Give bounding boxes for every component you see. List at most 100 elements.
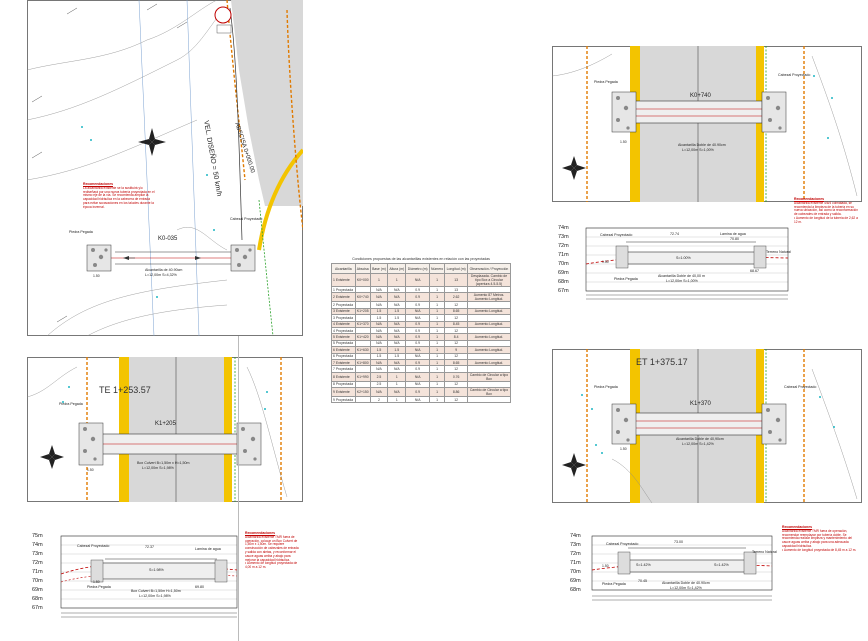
table-cell: K1+420 — [354, 333, 371, 341]
k0740-recommendation-note: Recomendaciones Alcantarilla existente 4… — [794, 197, 858, 225]
table-cell — [467, 365, 511, 373]
plan-panel-et: ET 1+375.17 K1+370 Alcantarilla Doble de… — [552, 349, 862, 503]
station-k0-740: K0+740 — [690, 93, 711, 99]
table-cell: 2 Existente — [331, 292, 356, 303]
table-cell: 1 Existente — [331, 273, 356, 287]
et-terreno-label: Terreno Natural — [752, 550, 777, 554]
et-note-body: Alcantarilla existente TMR fuera de oper… — [782, 528, 852, 548]
guide-line — [238, 336, 239, 641]
et-cabezal-label: Cabezal Proyectado — [784, 385, 817, 389]
et-piedra-label: Piedra Pegada — [602, 582, 626, 586]
et-culvert-label-1: Alcantarilla Doble de 40.90cm — [662, 581, 710, 585]
box-culvert-label-2: L=12,00m S=1,98% — [142, 466, 174, 470]
et-slope2-label: S=1.42% — [714, 563, 729, 567]
table-cell: 1 — [428, 285, 446, 294]
et-note-extra: • Aumento de longitud proyectada de 8,45… — [782, 547, 857, 552]
col-header: Número — [428, 263, 446, 274]
k0740-cabezal-label: Cabezal Proyectado — [600, 233, 633, 237]
table-cell: K1+370 — [354, 320, 371, 328]
table-cell: 1 — [428, 387, 446, 398]
table-cell — [354, 339, 371, 348]
te-level-67: 67m — [32, 605, 43, 611]
plan-panel-te: TE 1+253.57 K1+205 Box Culvert B=1,50m x… — [27, 357, 303, 502]
table-cell: K0+740 — [354, 292, 371, 303]
table-cell: N/A — [405, 396, 430, 404]
et-note-title: Recomendaciones — [782, 525, 812, 529]
et-label: ET 1+375.17 — [636, 357, 688, 367]
table-cell: 1 — [387, 273, 407, 287]
table-cell: N/A — [387, 365, 407, 373]
profile-k0740-drawing — [585, 227, 789, 300]
table-cell: 2 — [369, 396, 389, 404]
table-cell — [467, 352, 511, 360]
table-cell: 0.76 — [444, 371, 468, 382]
et-piedra-label: Piedra Pegada — [594, 385, 618, 389]
table-cell — [467, 326, 511, 335]
table-cell: 2.5 — [369, 371, 389, 382]
table-cell: N/A — [387, 339, 407, 348]
box-culvert-label-1: Box Culvert B=1,50m x H=1,50m — [137, 461, 190, 465]
table-cell: 1 — [428, 333, 446, 341]
table-cell: N/A — [405, 273, 430, 287]
te-lamina-label: Lamina de agua — [195, 547, 221, 551]
profile-et-drawing — [591, 535, 773, 601]
table-cell: 1 — [387, 396, 407, 404]
et-slope-label: S=1.42% — [636, 563, 651, 567]
k0740-level-71: 71m — [558, 252, 569, 258]
table-cell — [354, 314, 371, 322]
plan-et-drawing — [552, 349, 862, 503]
te-label: TE 1+253.57 — [99, 385, 151, 395]
k0740-level-69: 69m — [558, 270, 569, 276]
table-caption: Condiciones propuestas de las alcantaril… — [352, 257, 490, 261]
station-k1-370: K1+370 — [690, 401, 711, 407]
plan-k0740-drawing — [552, 46, 862, 202]
k0740-culvert-label-2: L=12,00m S=1,00% — [666, 279, 698, 283]
table-cell: Aumento Longitud. — [467, 346, 511, 354]
et-recommendation-note: Recomendaciones Alcantarilla existente T… — [782, 525, 858, 553]
te-level-73: 73m — [32, 551, 43, 557]
k0740-cota2-label: 70.80 — [730, 237, 739, 241]
te-culvert-label-2: L=12,00m S=1,98% — [139, 594, 171, 598]
profile-panel-k0740: 74m 73m 72m 71m 70m 69m 68m 67m Cabezal … — [552, 197, 862, 304]
et-dim-profile: 1.50 — [602, 564, 609, 568]
table-cell: 12 — [444, 396, 468, 404]
k0740-level-72: 72m — [558, 243, 569, 249]
te-level-70: 70m — [32, 578, 43, 584]
k0740-note-extra: • Aumento de longitud de la tubería de 2… — [794, 215, 858, 224]
k0740-slope-label: S=1.00% — [676, 256, 691, 260]
table-header-row: Alcantarilla Abscisa Base (m) Altura (m)… — [331, 263, 511, 274]
k0740-dim-profile: 1.50 — [602, 260, 609, 264]
plan-panel-k0740: K0+740 Alcantarilla Doble de 40.90cm L=1… — [552, 46, 862, 202]
k0740-cabezal-label: Cabezal Proyectado — [778, 73, 811, 77]
te-note-title: Recomendaciones — [245, 531, 275, 535]
culvert-label-1: Alcantarilla de 40.90cm — [145, 268, 183, 272]
et-level-74: 74m — [570, 533, 581, 539]
table-cell: K2+150 — [354, 387, 371, 398]
table-cell: 1 — [428, 273, 446, 287]
table-cell — [467, 301, 511, 309]
table-cell — [467, 314, 511, 322]
culvert-comparison-table: Condiciones propuestas de las alcantaril… — [331, 257, 511, 404]
table-cell: 9 Existente — [331, 387, 356, 398]
table-cell: 2.62 — [444, 292, 468, 303]
et-level-68: 68m — [570, 587, 581, 593]
te-cota-label: 72.37 — [145, 545, 154, 549]
table-cell: Cambio de Circular a tipo Box — [467, 387, 511, 398]
table-cell: N/A — [369, 292, 389, 303]
et-culvert-label-2: L=12,00m S=1,42% — [682, 442, 714, 446]
table-cell: 8.86 — [444, 387, 468, 398]
table-cell: N/A — [387, 358, 407, 367]
k0740-culvert-label-1: Alcantarilla Doble de 40.90cm — [678, 143, 726, 147]
et-level-73: 73m — [570, 542, 581, 548]
te-note-body: Alcantarilla existente TMR fuera de oper… — [245, 534, 299, 562]
cabezal-label: Cabezal Proyectado — [230, 217, 263, 221]
